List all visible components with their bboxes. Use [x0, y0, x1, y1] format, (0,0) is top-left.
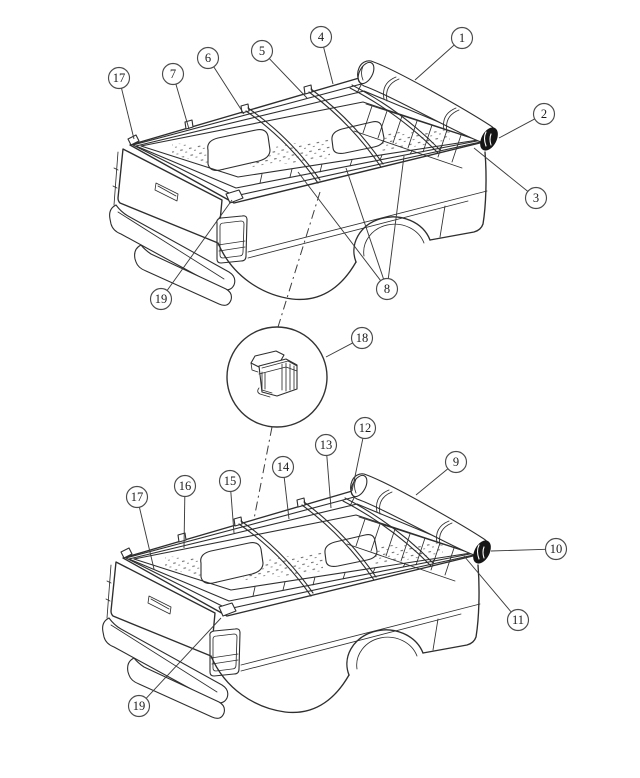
callout-19: 19: [127, 694, 151, 718]
callout-6: 6: [196, 46, 220, 70]
callout-number-17: 17: [113, 71, 126, 85]
callout-number-18: 18: [356, 331, 369, 345]
callout-3: 3: [524, 186, 548, 210]
leader-4: [323, 47, 334, 85]
callout-9: 9: [444, 450, 468, 474]
callout-10: 10: [544, 537, 568, 561]
leader-17: [121, 88, 135, 140]
callout-number-14: 14: [277, 460, 290, 474]
leader-7: [175, 83, 190, 130]
leader-19: [166, 199, 233, 291]
leader-8: [387, 155, 405, 279]
callout-number-13: 13: [320, 438, 333, 452]
leader-17: [138, 507, 155, 570]
callout-14: 14: [271, 455, 295, 479]
clamp-ribs: [281, 362, 295, 392]
callout-number-9: 9: [453, 455, 459, 469]
callout-number-19: 19: [133, 699, 146, 713]
leader-12: [351, 438, 364, 492]
callout-circle-19: [149, 287, 173, 311]
callout-circle-12: [353, 416, 377, 440]
callout-circle-9: [444, 450, 468, 474]
callout-17: 17: [125, 485, 149, 509]
callout-16: 16: [173, 474, 197, 498]
callout-number-1: 1: [459, 31, 465, 45]
callout-11: 11: [506, 608, 530, 632]
callout-circle-6: [196, 46, 220, 70]
callout-5: 5: [250, 39, 274, 63]
callout-18: 18: [350, 326, 374, 350]
callout-number-2: 2: [541, 107, 547, 121]
callout-7: 7: [161, 62, 185, 86]
leader-16: [183, 496, 186, 549]
callout-circle-3: [524, 186, 548, 210]
rail-clamp-detail: [226, 326, 328, 428]
callout-number-15: 15: [224, 474, 237, 488]
callout-4: 4: [309, 25, 333, 49]
callout-circle-14: [271, 455, 295, 479]
callout-circle-4: [309, 25, 333, 49]
callout-number-19: 19: [155, 292, 168, 306]
leader-6: [213, 66, 245, 115]
leader-19: [145, 617, 222, 699]
callout-circle-13: [314, 433, 338, 457]
callout-8: 8: [375, 277, 399, 301]
leader-2: [498, 118, 535, 139]
callout-13: 13: [314, 433, 338, 457]
callout-number-3: 3: [533, 191, 539, 205]
rail-clamp-drawing: [250, 350, 298, 398]
callout-circle-19: [127, 694, 151, 718]
callout-circle-17: [125, 485, 149, 509]
connector-line-2: [253, 426, 273, 520]
leader-13: [326, 455, 332, 509]
leader-8: [297, 171, 381, 281]
callout-circle-1: [450, 26, 474, 50]
leader-3: [473, 147, 529, 192]
leader-15: [230, 491, 235, 534]
leader-8: [345, 167, 385, 280]
callout-number-11: 11: [512, 613, 524, 627]
connector-line-1: [277, 191, 321, 328]
leader-10: [490, 548, 546, 552]
callout-circle-5: [250, 39, 274, 63]
callout-circle-2: [532, 102, 556, 126]
callout-circle-7: [161, 62, 185, 86]
detail-connector-lines: [253, 191, 321, 520]
callout-number-4: 4: [318, 30, 325, 44]
callout-number-6: 6: [205, 51, 211, 65]
callout-number-10: 10: [550, 542, 563, 556]
callout-circle-11: [506, 608, 530, 632]
callout-circle-8: [375, 277, 399, 301]
callout-circle-10: [544, 537, 568, 561]
callout-number-7: 7: [170, 67, 176, 81]
callout-1: 1: [450, 26, 474, 50]
callout-circle-18: [350, 326, 374, 350]
callout-number-8: 8: [384, 282, 390, 296]
leader-1: [414, 44, 455, 81]
callout-number-17: 17: [131, 490, 144, 504]
callout-2: 2: [532, 102, 556, 126]
leader-5: [268, 58, 308, 99]
callout-circle-16: [173, 474, 197, 498]
leader-11: [463, 555, 512, 613]
callout-number-16: 16: [179, 479, 192, 493]
callout-circle-15: [218, 469, 242, 493]
callout-17: 17: [107, 66, 131, 90]
callout-12: 12: [353, 416, 377, 440]
callout-number-12: 12: [359, 421, 372, 435]
callout-number-5: 5: [259, 44, 265, 58]
callout-15: 15: [218, 469, 242, 493]
callout-19: 19: [149, 287, 173, 311]
callout-circle-17: [107, 66, 131, 90]
leader-14: [283, 477, 290, 520]
leader-9: [415, 468, 449, 496]
leader-18: [325, 342, 353, 358]
leader-lines: [121, 44, 546, 699]
